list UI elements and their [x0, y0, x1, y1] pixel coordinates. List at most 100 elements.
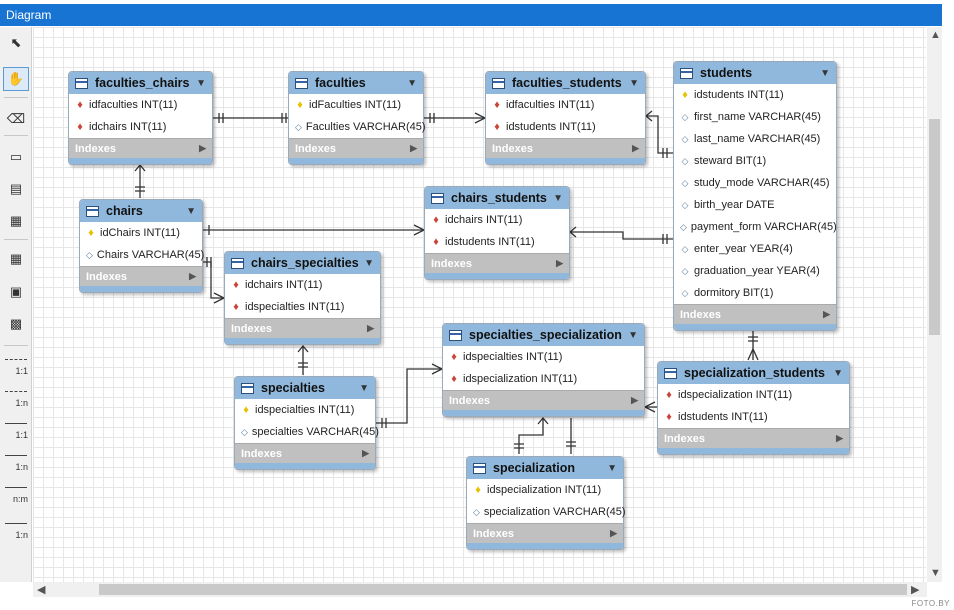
image-icon[interactable]: ▦: [9, 213, 23, 228]
routine-group-icon[interactable]: ▩: [9, 316, 23, 331]
column-row[interactable]: ♦idstudents INT(11): [658, 406, 849, 428]
layer-icon[interactable]: ▭: [9, 149, 23, 164]
column-row[interactable]: ♦idspecialties INT(11): [235, 399, 375, 421]
collapse-arrow-icon[interactable]: ▼: [628, 329, 638, 341]
note-icon[interactable]: ▤: [9, 181, 23, 196]
indexes-section[interactable]: Indexes▶: [443, 390, 644, 410]
column-row[interactable]: ♦idspecialties INT(11): [225, 296, 380, 318]
indexes-section[interactable]: Indexes▶: [235, 443, 375, 463]
indexes-section[interactable]: Indexes▶: [658, 428, 849, 448]
expand-arrow-icon[interactable]: ▶: [823, 309, 830, 319]
column-row[interactable]: ◇specialization VARCHAR(45): [473, 506, 626, 518]
column-row[interactable]: ♦idfaculties INT(11): [486, 94, 645, 116]
relationship-n-m[interactable]: n:m: [3, 481, 29, 505]
table-header[interactable]: chairs_specialties ▼: [225, 252, 380, 274]
relationship-1-1-non-identifying[interactable]: 1:1: [3, 417, 29, 441]
collapse-arrow-icon[interactable]: ▼: [820, 67, 830, 79]
scroll-right-icon[interactable]: ▶: [911, 584, 920, 596]
table-chairs-students[interactable]: chairs_students ▼ ♦idchairs INT(11) ♦ids…: [424, 186, 570, 280]
table-header[interactable]: specialties ▼: [235, 377, 375, 399]
indexes-section[interactable]: Indexes▶: [674, 304, 836, 324]
expand-arrow-icon[interactable]: ▶: [410, 143, 417, 153]
column-row[interactable]: ♦idchairs INT(11): [69, 116, 212, 138]
diagram-canvas[interactable]: faculties_chairs ▼ ♦idfaculties INT(11) …: [33, 27, 926, 582]
indexes-section[interactable]: Indexes▶: [289, 138, 423, 158]
indexes-section[interactable]: Indexes▶: [225, 318, 380, 338]
collapse-arrow-icon[interactable]: ▼: [607, 462, 617, 474]
column-row[interactable]: ♦idspecialization INT(11): [467, 479, 623, 501]
table-header[interactable]: specialization ▼: [467, 457, 623, 479]
horizontal-scrollbar[interactable]: ◀ ▶: [33, 582, 927, 597]
table-header[interactable]: specialties_specialization ▼: [443, 324, 644, 346]
new-view-icon[interactable]: ▣: [9, 284, 23, 299]
column-row[interactable]: ♦idstudents INT(11): [486, 116, 645, 138]
relationship-1-1-identifying[interactable]: 1:1: [3, 353, 29, 377]
column-row[interactable]: ◇last_name VARCHAR(45): [681, 133, 821, 145]
relationship-1-n-existing-columns[interactable]: 1:n: [3, 517, 29, 541]
expand-arrow-icon[interactable]: ▶: [631, 395, 638, 405]
table-header[interactable]: faculties ▼: [289, 72, 423, 94]
hand-icon[interactable]: ✋: [3, 67, 29, 91]
expand-arrow-icon[interactable]: ▶: [199, 143, 206, 153]
collapse-arrow-icon[interactable]: ▼: [196, 77, 206, 89]
horizontal-scroll-thumb[interactable]: [99, 584, 907, 595]
vertical-scroll-thumb[interactable]: [929, 119, 940, 335]
column-row[interactable]: ♦idspecialties INT(11): [443, 346, 644, 368]
table-header[interactable]: faculties_students ▼: [486, 72, 645, 94]
relationship-1-n-non-identifying[interactable]: 1:n: [3, 449, 29, 473]
eraser-icon[interactable]: ⌫: [6, 111, 26, 126]
collapse-arrow-icon[interactable]: ▼: [629, 77, 639, 89]
expand-arrow-icon[interactable]: ▶: [556, 258, 563, 268]
scroll-left-icon[interactable]: ◀: [37, 584, 46, 596]
table-specialization[interactable]: specialization ▼ ♦idspecialization INT(1…: [466, 456, 626, 550]
column-row[interactable]: ◇graduation_year YEAR(4): [681, 265, 820, 277]
indexes-section[interactable]: Indexes▶: [80, 266, 202, 286]
table-header[interactable]: chairs ▼: [80, 200, 202, 222]
column-row[interactable]: ♦idstudents INT(11): [425, 231, 569, 253]
expand-arrow-icon[interactable]: ▶: [836, 433, 843, 443]
table-faculties-chairs[interactable]: faculties_chairs ▼ ♦idfaculties INT(11) …: [68, 71, 213, 165]
column-row[interactable]: ◇study_mode VARCHAR(45): [681, 177, 830, 189]
collapse-arrow-icon[interactable]: ▼: [359, 382, 369, 394]
indexes-section[interactable]: Indexes▶: [486, 138, 645, 158]
new-table-icon[interactable]: ▦: [9, 251, 23, 266]
column-row[interactable]: ◇birth_year DATE: [681, 199, 775, 211]
indexes-section[interactable]: Indexes▶: [69, 138, 212, 158]
table-faculties[interactable]: faculties ▼ ♦idFaculties INT(11) ◇Facult…: [288, 71, 426, 165]
scroll-up-icon[interactable]: ▲: [930, 29, 941, 41]
column-row[interactable]: ◇Chairs VARCHAR(45): [86, 249, 205, 261]
column-row[interactable]: ♦idchairs INT(11): [425, 209, 569, 231]
table-specialization-students[interactable]: specialization_students ▼ ♦idspecializat…: [657, 361, 850, 455]
collapse-arrow-icon[interactable]: ▼: [407, 77, 417, 89]
column-row[interactable]: ◇specialties VARCHAR(45): [241, 426, 379, 438]
indexes-section[interactable]: Indexes▶: [467, 523, 623, 543]
column-row[interactable]: ◇payment_form VARCHAR(45): [680, 221, 837, 233]
column-row[interactable]: ◇enter_year YEAR(4): [681, 243, 793, 255]
column-row[interactable]: ♦idchairs INT(11): [225, 274, 380, 296]
indexes-section[interactable]: Indexes▶: [425, 253, 569, 273]
table-header[interactable]: students ▼: [674, 62, 836, 84]
column-row[interactable]: ♦idspecialization INT(11): [443, 368, 644, 390]
expand-arrow-icon[interactable]: ▶: [632, 143, 639, 153]
expand-arrow-icon[interactable]: ▶: [362, 448, 369, 458]
table-specialties[interactable]: specialties ▼ ♦idspecialties INT(11) ◇sp…: [234, 376, 379, 470]
expand-arrow-icon[interactable]: ▶: [367, 323, 374, 333]
pointer-icon[interactable]: ⬉: [10, 35, 22, 50]
table-chairs[interactable]: chairs ▼ ♦idChairs INT(11) ◇Chairs VARCH…: [79, 199, 205, 293]
collapse-arrow-icon[interactable]: ▼: [186, 205, 196, 217]
collapse-arrow-icon[interactable]: ▼: [364, 257, 374, 269]
collapse-arrow-icon[interactable]: ▼: [553, 192, 563, 204]
expand-arrow-icon[interactable]: ▶: [189, 271, 196, 281]
collapse-arrow-icon[interactable]: ▼: [833, 367, 843, 379]
column-row[interactable]: ♦idfaculties INT(11): [69, 94, 212, 116]
column-row[interactable]: ♦idFaculties INT(11): [289, 94, 423, 116]
table-header[interactable]: faculties_chairs ▼: [69, 72, 212, 94]
table-specialties-specialization[interactable]: specialties_specialization ▼ ♦idspecialt…: [442, 323, 645, 417]
relationship-1-n-identifying[interactable]: 1:n: [3, 385, 29, 409]
expand-arrow-icon[interactable]: ▶: [610, 528, 617, 538]
table-chairs-specialties[interactable]: chairs_specialties ▼ ♦idchairs INT(11) ♦…: [224, 251, 381, 345]
vertical-scrollbar[interactable]: ▲ ▼: [927, 27, 942, 582]
column-row[interactable]: ◇Faculties VARCHAR(45): [295, 121, 426, 133]
table-header[interactable]: specialization_students ▼: [658, 362, 849, 384]
table-faculties-students[interactable]: faculties_students ▼ ♦idfaculties INT(11…: [485, 71, 646, 165]
